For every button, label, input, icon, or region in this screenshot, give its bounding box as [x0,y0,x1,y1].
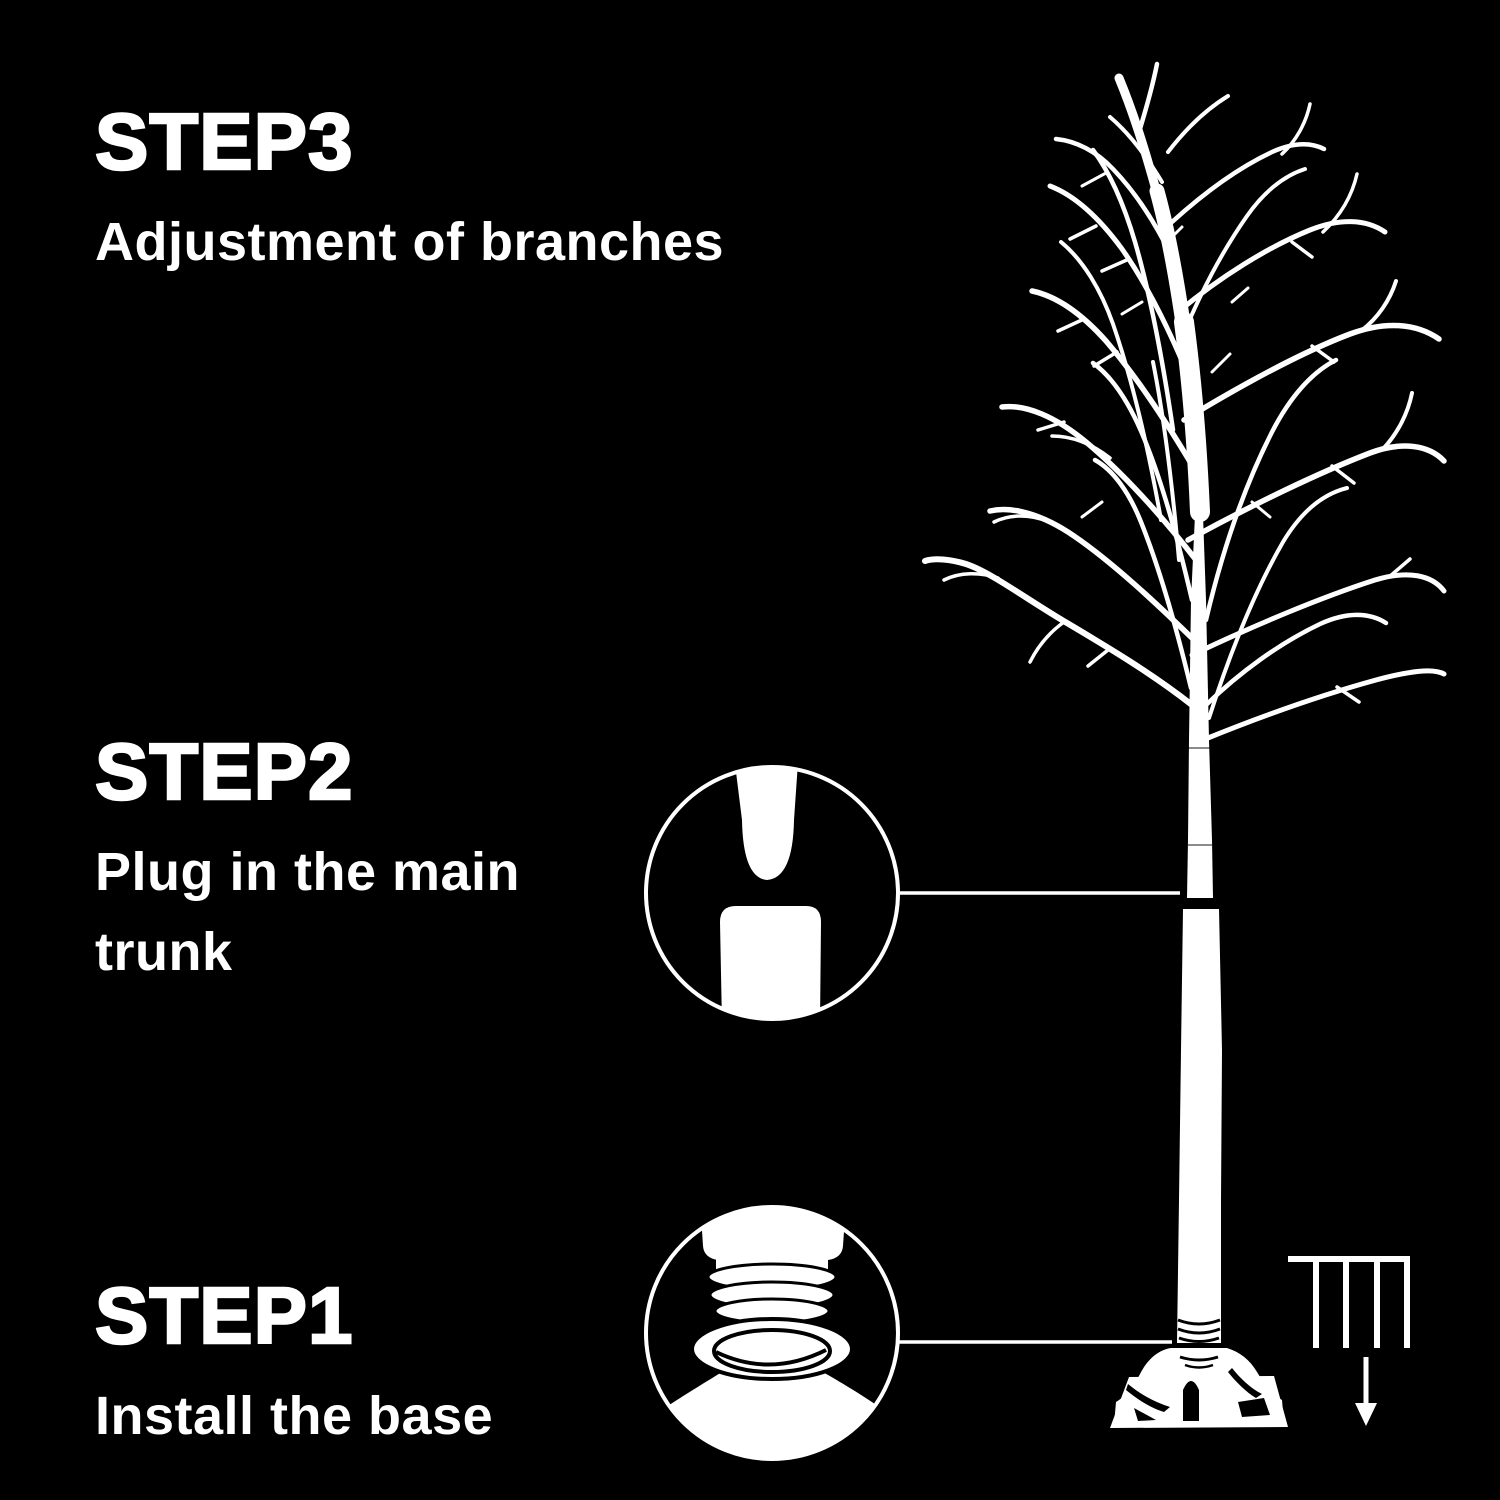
step-3-block: STEP3 Adjustment of branches [94,96,725,282]
step-2-block: STEP2 Plug in the main trunk [94,726,521,992]
step-2-subtitle-line-1: Plug in the main [95,842,521,902]
tree-branches [922,61,1447,743]
threaded-plug [699,1207,847,1260]
tree-upper-trunk [1187,515,1213,898]
step-2-title: STEP2 [94,726,354,818]
down-arrow-icon [1355,1357,1377,1426]
step-1-title: STEP1 [94,1270,354,1362]
zoom-circle-trunk-plug-icon [644,765,1180,1021]
step-1-subtitle: Install the base [95,1386,494,1446]
screw-pins-icon [1288,1256,1410,1348]
trunk-plug-upper-tube [733,767,799,880]
step-3-subtitle: Adjustment of branches [95,212,725,272]
trunk-plug-lower-tube [720,906,821,1019]
zoom-circle-base-socket-icon [644,1205,1172,1461]
step-2-subtitle-line-2: trunk [95,922,233,982]
tree-lower-trunk [1177,909,1222,1343]
step-3-title: STEP3 [94,96,354,188]
step-1-block: STEP1 Install the base [94,1270,494,1456]
white-birch-tree-icon [922,61,1447,1428]
tree-base-stand [1110,1348,1288,1428]
